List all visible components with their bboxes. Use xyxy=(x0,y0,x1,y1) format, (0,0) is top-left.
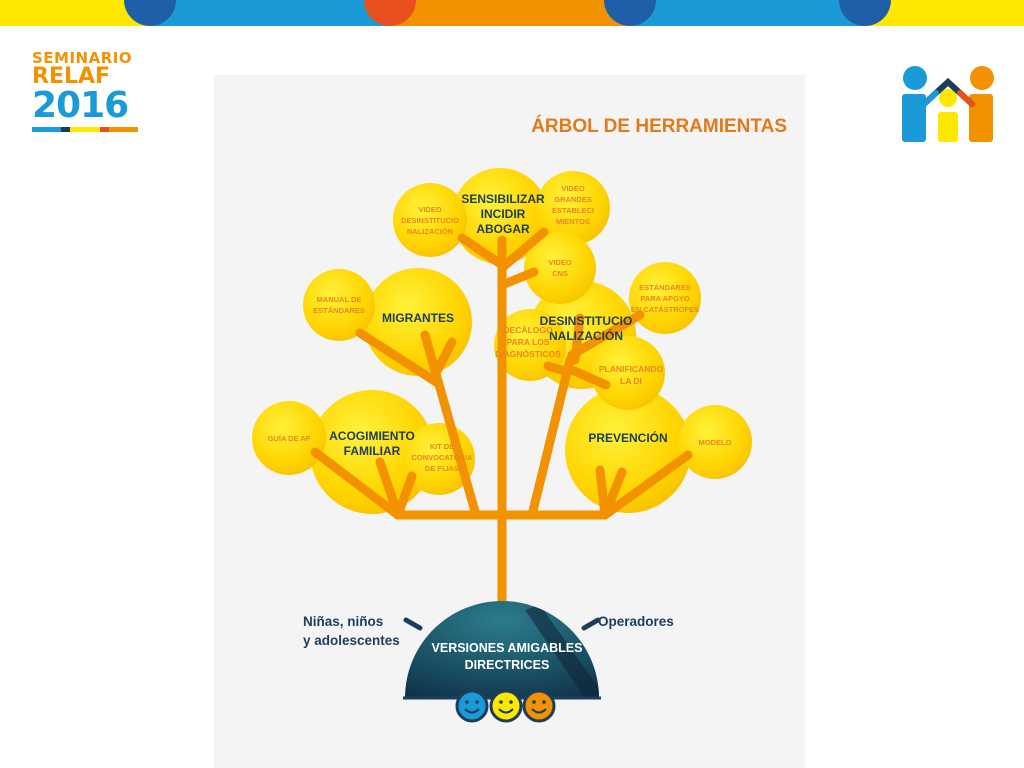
smiley-orange-icon xyxy=(522,689,556,723)
label-manual-2: ESTÁNDARES xyxy=(313,306,365,315)
label-acogimiento-1: ACOGIMIENTO xyxy=(329,429,415,443)
main-bubble-sensibilizar xyxy=(452,168,548,264)
left-label-1: Niñas, niños xyxy=(303,614,383,629)
label-video-desinst-3: NALIZACIÓN xyxy=(407,227,453,236)
label-video-cns-2: CNS xyxy=(552,269,568,278)
root-label-1: VERSIONES AMIGABLES xyxy=(432,641,583,655)
smiley-blue-icon xyxy=(455,689,489,723)
logo-line-year: 2016 xyxy=(32,85,129,126)
label-modelo: MODELO xyxy=(699,438,732,447)
tool-bubble-planificando xyxy=(591,336,665,410)
tool-bubble-video-grandes xyxy=(536,171,610,245)
label-sensibilizar-2: INCIDIR xyxy=(481,207,526,221)
label-kit-1: KIT DE xyxy=(430,442,455,451)
tool-bubble-estandares xyxy=(629,262,701,334)
label-manual-1: MANUAL DE xyxy=(317,295,362,304)
tool-tree-panel: ÁRBOL DE HERRAMIENTAS xyxy=(214,75,805,768)
label-decalogo-3: DIAGNÓSTICOS xyxy=(495,348,561,359)
tool-tree-diagram: ÁRBOL DE HERRAMIENTAS xyxy=(252,115,787,723)
tree-branches xyxy=(310,227,693,617)
label-video-grandes-3: ESTABLECI xyxy=(552,206,594,215)
label-sensibilizar-1: SENSIBILIZAR xyxy=(461,192,545,206)
label-prevencion: PREVENCIÓN xyxy=(588,430,667,445)
seminario-relaf-logo: SEMINARIO RELAF 2016 xyxy=(32,50,142,145)
tool-labels: VIDEO DESINSTITUCIO NALIZACIÓN VIDEO GRA… xyxy=(268,184,732,473)
label-decalogo-2: PARA LOS xyxy=(507,337,550,347)
label-video-cns-1: VIDEO xyxy=(548,258,572,267)
label-video-desinst-2: DESINSTITUCIO xyxy=(401,216,459,225)
label-acogimiento-2: FAMILIAR xyxy=(344,444,401,458)
tool-bubble-modelo xyxy=(678,405,752,479)
smiley-faces xyxy=(455,689,556,723)
label-desinst-1: DESINSTITUCIO xyxy=(540,314,633,328)
label-estandares-3: EN CATÁSTROFES xyxy=(631,305,699,314)
label-kit-2: CONVOCATORIA xyxy=(412,453,474,462)
label-planificando-1: PLANIFICANDO xyxy=(599,364,664,374)
label-migrantes: MIGRANTES xyxy=(382,311,454,325)
logo-line-relaf: RELAF xyxy=(32,64,111,89)
top-color-bar xyxy=(0,0,1024,26)
label-video-grandes-1: VIDEO xyxy=(561,184,585,193)
label-desinst-2: NALIZACIÓN xyxy=(549,328,623,343)
tool-bubble-manual xyxy=(303,269,375,341)
label-video-grandes-4: MIENTOS xyxy=(556,217,590,226)
label-sensibilizar-3: ABOGAR xyxy=(476,222,530,236)
main-bubble-prevencion xyxy=(565,387,691,513)
left-label-2: y adolescentes xyxy=(303,633,400,648)
tool-bubble-guia xyxy=(252,401,326,475)
diagram-title: ÁRBOL DE HERRAMIENTAS xyxy=(531,115,787,137)
label-decalogo-1: DECÁLOGO xyxy=(503,325,553,335)
root-label-2: DIRECTRICES xyxy=(465,658,550,672)
label-estandares-2: PARA APOYO xyxy=(640,294,689,303)
tool-bubble-video-cns xyxy=(524,232,596,304)
logo-line-seminario: SEMINARIO xyxy=(32,49,133,67)
main-labels: SENSIBILIZAR INCIDIR ABOGAR MIGRANTES DE… xyxy=(329,192,668,458)
right-label: Operadores xyxy=(598,614,674,629)
label-video-grandes-2: GRANDES xyxy=(554,195,592,204)
label-video-desinst-1: VIDEO xyxy=(418,205,442,214)
tool-bubble-video-desinst xyxy=(393,183,467,257)
label-planificando-2: LA DI xyxy=(620,376,642,386)
label-guia: GUÍA DE AF xyxy=(268,434,311,443)
main-bubble-acogimiento xyxy=(310,390,434,514)
label-kit-3: DE FLIAS xyxy=(425,464,459,473)
label-estandares-1: ESTÁNDARES xyxy=(639,283,691,292)
family-icon xyxy=(902,66,994,142)
logo-color-bar xyxy=(32,127,138,132)
smiley-yellow-icon xyxy=(489,689,523,723)
root-dome: VERSIONES AMIGABLES DIRECTRICES xyxy=(403,601,601,700)
